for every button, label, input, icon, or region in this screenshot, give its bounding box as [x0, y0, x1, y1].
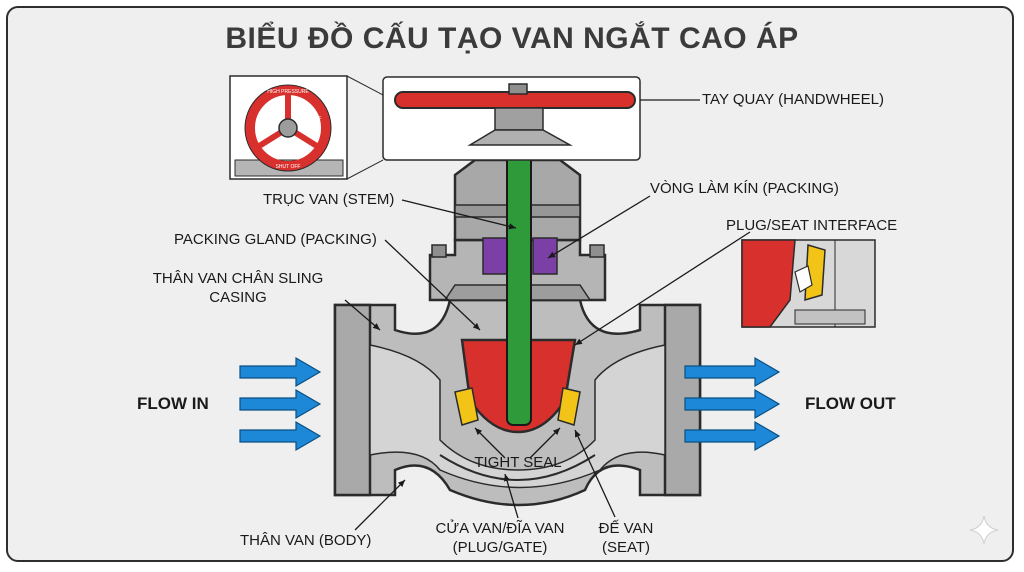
label-tight-seal: TIGHT SEAL [474, 454, 562, 471]
label-plug-seat-interface: PLUG/SEAT INTERFACE [726, 217, 898, 234]
leader-seat [574, 429, 616, 518]
inset-connector-top [346, 75, 384, 96]
leader-plug-seat-interface [574, 231, 751, 346]
leader-plug [503, 473, 519, 519]
label-handwheel: TAY QUAY (HANDWHEEL) [702, 91, 884, 108]
diagram-title: BIỂU ĐỒ CẤU TẠO VAN NGẮT CAO ÁP [225, 22, 799, 55]
label-seat-line2: (SEAT) [601, 539, 651, 556]
packing-ring-left [482, 237, 508, 275]
label-casing-line1: THÂN VAN CHÂN SLING [152, 270, 324, 287]
packing-ring-right [532, 237, 558, 275]
label-flow-in: FLOW IN [137, 394, 209, 413]
flow-out-arrows [684, 356, 781, 452]
leader-casing [344, 299, 381, 331]
label-flow-out: FLOW OUT [805, 394, 896, 413]
leader-stem [401, 199, 517, 230]
leader-body [354, 479, 406, 531]
label-seat-line1: ĐẾ VAN [598, 520, 654, 537]
leader-lines [344, 99, 751, 531]
label-packing-ring: VÒNG LÀM KÍN (PACKING) [650, 180, 839, 197]
inlet-flange [333, 303, 372, 497]
inset-text-right: SHUT OFF [297, 116, 322, 122]
valve-body [333, 298, 702, 507]
leader-tight-seal-right [529, 427, 561, 459]
flow-in-arrows [239, 356, 322, 452]
leader-packing-gland [384, 239, 481, 331]
label-stem: TRỤC VAN (STEM) [263, 191, 395, 208]
seat-right [557, 387, 581, 426]
seat-left [454, 387, 479, 426]
leader-tight-seal-left [474, 427, 506, 459]
leader-packing-ring [547, 195, 651, 259]
handwheel [394, 83, 636, 146]
inset-text-left: HIGH [262, 116, 275, 122]
valve-stem [506, 144, 532, 426]
label-body: THÂN VAN (BODY) [240, 532, 372, 549]
inset-connector-bottom [346, 159, 384, 180]
label-packing-gland: PACKING GLAND (PACKING) [174, 231, 377, 248]
label-plug-line2: (PLUG/GATE) [452, 539, 548, 556]
inset-text-bottom: SHUT OFF [276, 164, 301, 170]
label-plug-line1: CỬA VAN/ĐĨA VAN [435, 520, 565, 537]
sparkle-icon [969, 515, 999, 545]
inset-handwheel: HIGH PRESSURE HIGH SHUT OFF SHUT OFF [234, 84, 344, 177]
inset-text-top: HIGH PRESSURE [267, 89, 309, 95]
plug-seat-interface-inset [741, 239, 876, 328]
label-casing-line2: CASING [209, 289, 267, 306]
